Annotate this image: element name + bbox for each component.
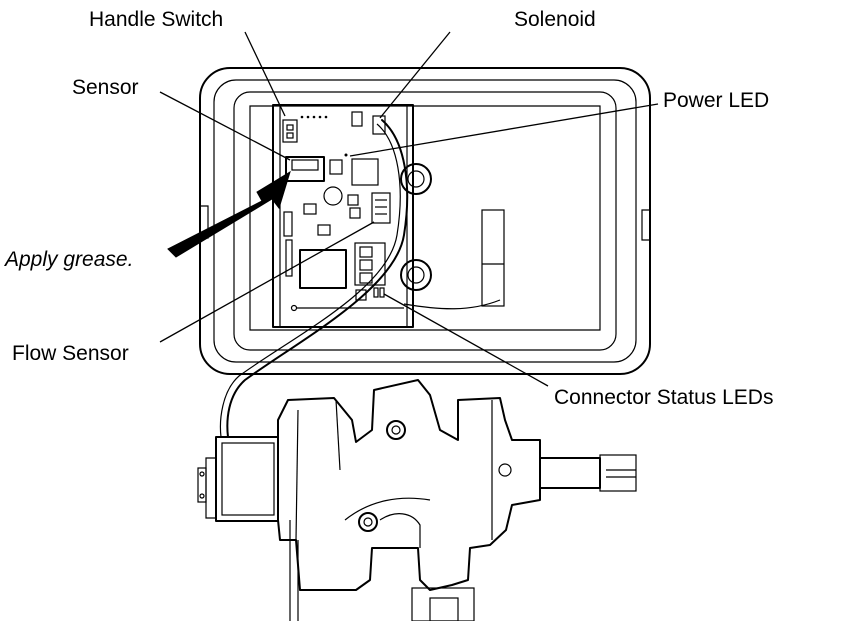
power-led (344, 153, 348, 157)
status-led-1 (373, 287, 379, 298)
label-connector-status-leds: Connector Status LEDs (554, 386, 774, 409)
leader-lines (159, 31, 659, 387)
label-sensor: Sensor (72, 76, 139, 99)
housing-frame (199, 67, 651, 375)
leader-solenoid (379, 31, 451, 119)
handle-switch-connector (282, 119, 298, 143)
circuit-board (272, 104, 414, 328)
solenoid-connector (372, 115, 386, 135)
leader-power-led (349, 103, 659, 157)
flow-sensor-connector (371, 192, 391, 224)
label-flow-sensor: Flow Sensor (12, 342, 129, 365)
label-solenoid: Solenoid (514, 8, 596, 31)
valve-assembly (197, 379, 637, 621)
leader-sensor (159, 91, 291, 161)
leader-flow-sensor (159, 221, 375, 343)
apply-grease-arrow (167, 170, 291, 258)
label-power-led: Power LED (663, 89, 770, 112)
side-block (403, 209, 505, 310)
label-handle-switch: Handle Switch (89, 8, 224, 31)
label-apply-grease: Apply grease. (5, 248, 134, 271)
status-led-2 (379, 287, 385, 298)
mounting-bosses (400, 163, 432, 291)
leader-connector-status-leds (383, 293, 549, 387)
leader-handle-switch (244, 31, 286, 117)
solenoid-cable (219, 119, 409, 438)
sensor-connector (285, 156, 325, 182)
